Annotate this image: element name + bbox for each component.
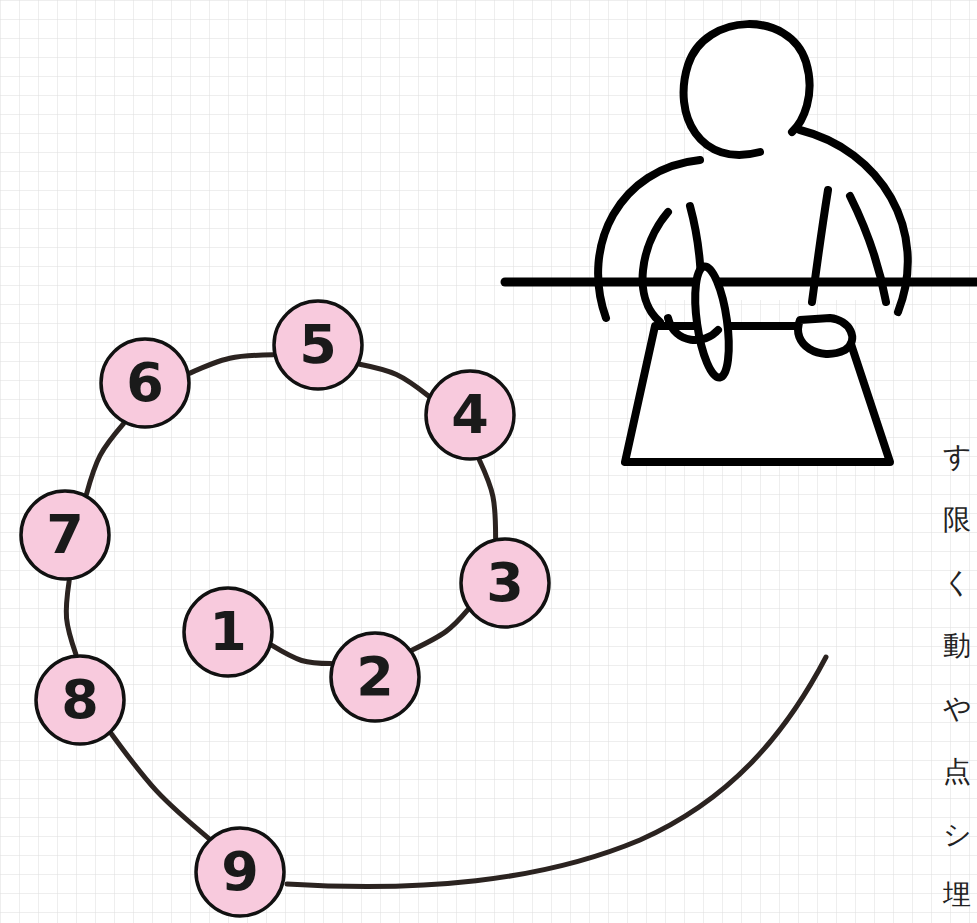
text-fragment: 動 — [943, 631, 971, 662]
step-number: 5 — [299, 318, 337, 372]
text-fragment: 埋 — [943, 880, 971, 911]
text-fragment: や — [943, 694, 972, 725]
spiral-link — [479, 460, 495, 538]
numbered-circle: 3 — [459, 537, 551, 629]
person-cooking — [505, 24, 977, 462]
text-fragment: シ — [943, 820, 972, 851]
step-number: 6 — [126, 356, 164, 410]
spiral-link — [111, 734, 208, 839]
spiral-link — [272, 645, 331, 663]
numbered-circle: 9 — [194, 826, 286, 918]
step-number: 8 — [61, 673, 99, 727]
text-fragment: く — [943, 568, 972, 599]
text-fragment: 点 — [943, 757, 971, 788]
step-number: 2 — [356, 650, 394, 704]
numbered-circle: 6 — [99, 337, 191, 429]
spiral-link — [190, 355, 273, 373]
step-number: 7 — [46, 508, 84, 562]
numbered-circle: 5 — [272, 299, 364, 391]
step-number: 4 — [451, 388, 489, 442]
numbered-circle: 7 — [19, 489, 111, 581]
spiral-link — [66, 581, 76, 654]
step-number: 9 — [221, 845, 259, 899]
numbered-circle: 1 — [182, 586, 274, 678]
numbered-circle: 4 — [424, 369, 516, 461]
text-fragment: す — [943, 442, 972, 473]
numbered-circle: 2 — [329, 631, 421, 723]
spiral-link — [412, 610, 467, 650]
text-fragment: 限 — [943, 505, 971, 536]
step-number: 1 — [209, 605, 247, 659]
step-number: 3 — [486, 556, 524, 610]
numbered-circle: 8 — [34, 654, 126, 746]
spiral-link — [360, 364, 428, 396]
spiral-link — [86, 424, 123, 495]
